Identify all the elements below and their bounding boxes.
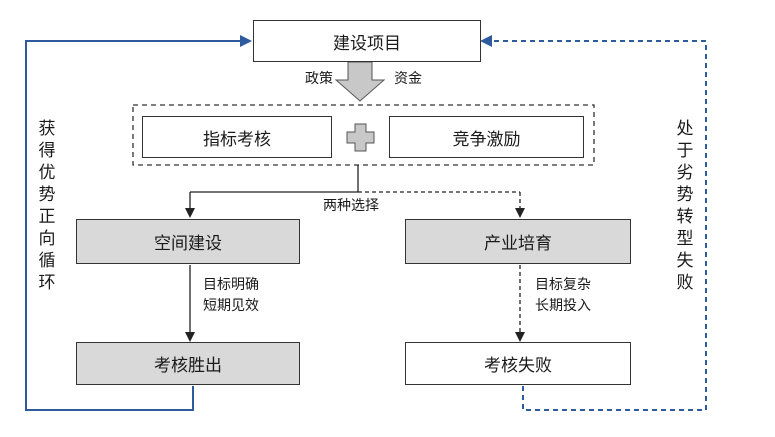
construction-project-box: 建设项目 — [253, 20, 481, 62]
right-note-line2: 长期投入 — [535, 298, 591, 314]
left-feedback-loop — [25, 35, 252, 411]
policy-label: 政策 — [305, 71, 333, 87]
incentive-container — [132, 104, 595, 166]
left-note-line1: 目标明确 — [203, 277, 259, 293]
right-feedback-loop — [480, 35, 707, 411]
assessment-win-box: 考核胜出 — [76, 342, 300, 385]
indicator-assessment-box: 指标考核 — [142, 116, 332, 158]
left-note-line2: 短期见效 — [203, 298, 259, 314]
fund-label: 资金 — [394, 71, 422, 87]
funding-arrow — [334, 61, 386, 102]
plus-icon — [346, 123, 375, 152]
industry-cultivation-box: 产业培育 — [405, 219, 631, 264]
assessment-fail-box: 考核失败 — [405, 342, 631, 385]
two-choices-label: 两种选择 — [323, 198, 379, 214]
spatial-construction-box: 空间建设 — [76, 219, 300, 264]
positive-cycle-text: 获得优势正向循环 — [38, 119, 56, 293]
transformation-failure-text: 处于劣势转型失败 — [676, 119, 694, 293]
competition-incentive-box: 竞争激励 — [389, 116, 584, 158]
right-note-line1: 目标复杂 — [535, 277, 591, 293]
